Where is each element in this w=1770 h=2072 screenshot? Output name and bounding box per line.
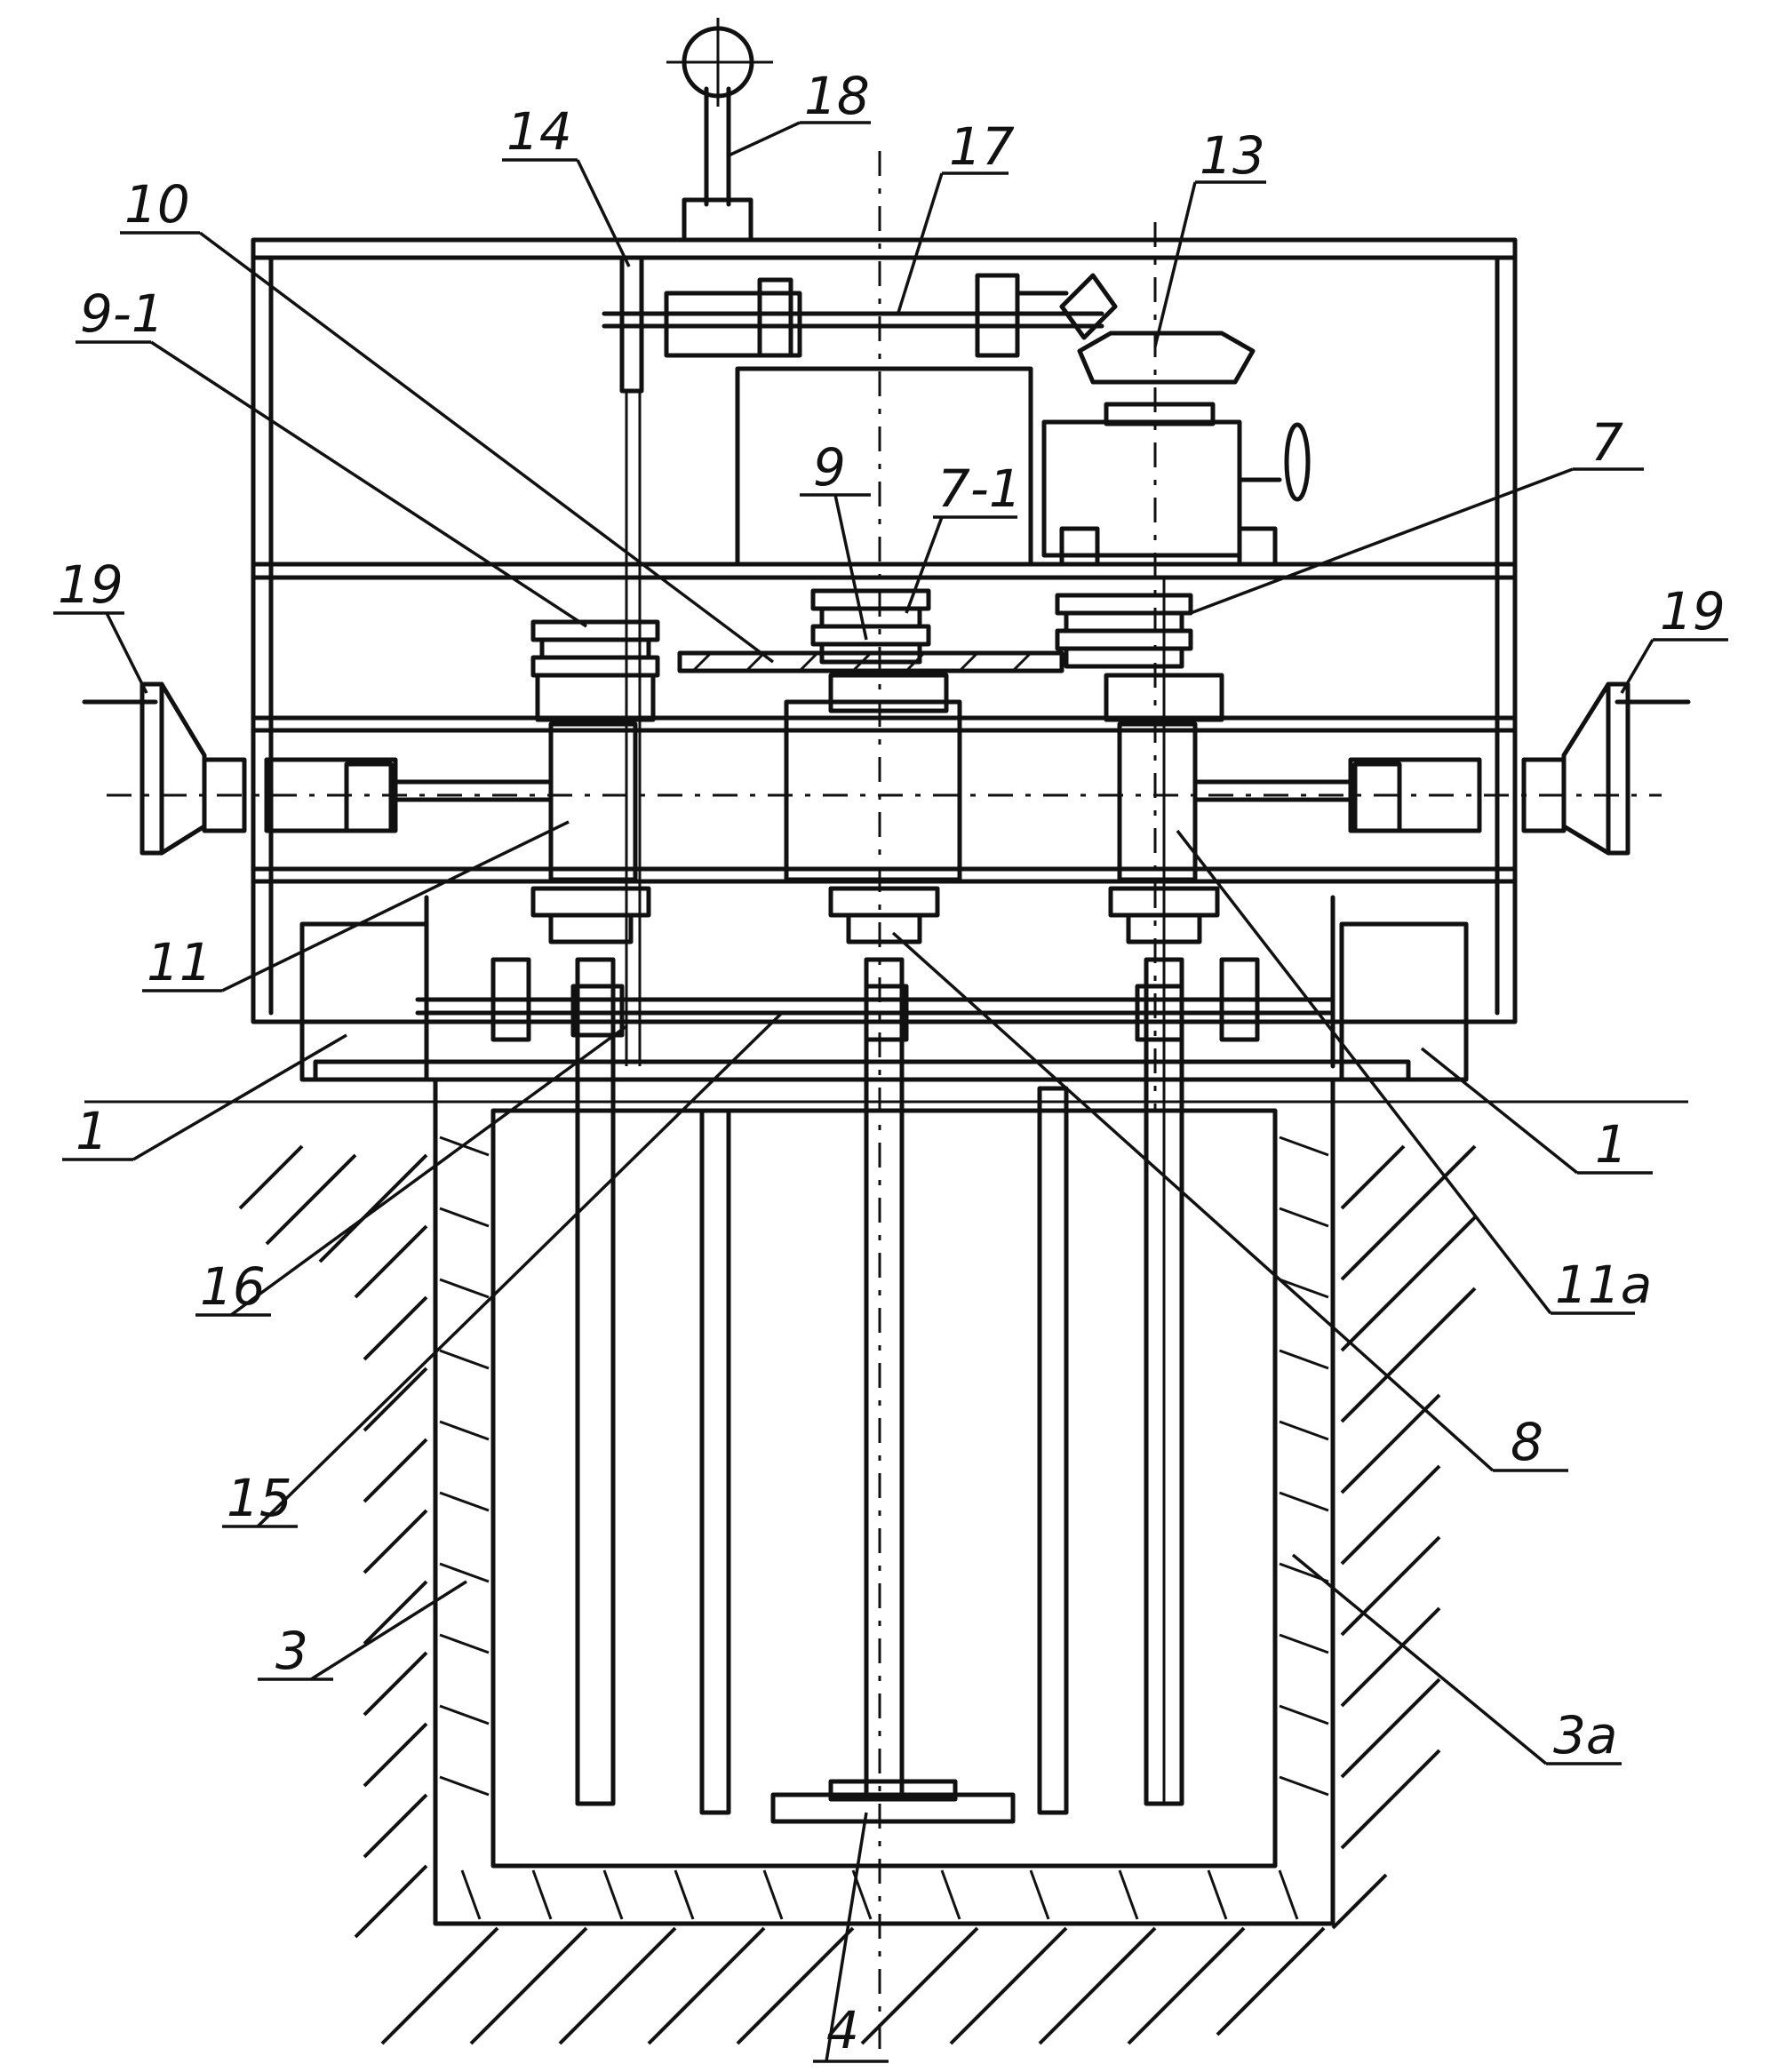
upper-mechanism (602, 18, 1311, 1804)
label-9-1: 9-1 (80, 283, 164, 344)
label-9: 9 (813, 437, 846, 498)
label-7: 7 (1591, 412, 1623, 473)
label-11: 11 (147, 932, 212, 992)
label-16: 16 (200, 1256, 266, 1317)
side-drums (82, 681, 1691, 856)
label-13: 13 (1200, 125, 1265, 186)
label-11a: 11a (1555, 1255, 1652, 1315)
label-10: 10 (124, 174, 190, 235)
tank (433, 1077, 1335, 1926)
label-1-right: 1 (1595, 1114, 1628, 1175)
ground-hatching (238, 1144, 1477, 2045)
base-plate (313, 1059, 1411, 1082)
label-7-1: 7-1 (937, 458, 1022, 519)
label-4: 4 (826, 2000, 859, 2060)
labels: 18 14 17 13 10 9-1 9 7-1 7 19 19 11 1 1 … (58, 66, 1726, 2060)
leader-lines (53, 121, 1728, 2063)
label-3: 3 (275, 1621, 308, 1681)
label-19-right: 19 (1660, 581, 1726, 642)
label-19-left: 19 (58, 554, 124, 615)
label-1-left: 1 (76, 1101, 108, 1161)
label-18: 18 (804, 66, 870, 126)
tank-wall-hatching (439, 1136, 1329, 1920)
pulleys (530, 588, 1193, 678)
label-14: 14 (506, 101, 572, 162)
label-3a: 3a (1553, 1705, 1617, 1765)
center-lines (107, 151, 1662, 2052)
label-8: 8 (1511, 1412, 1543, 1472)
label-15: 15 (227, 1468, 292, 1528)
label-17: 17 (949, 116, 1015, 177)
